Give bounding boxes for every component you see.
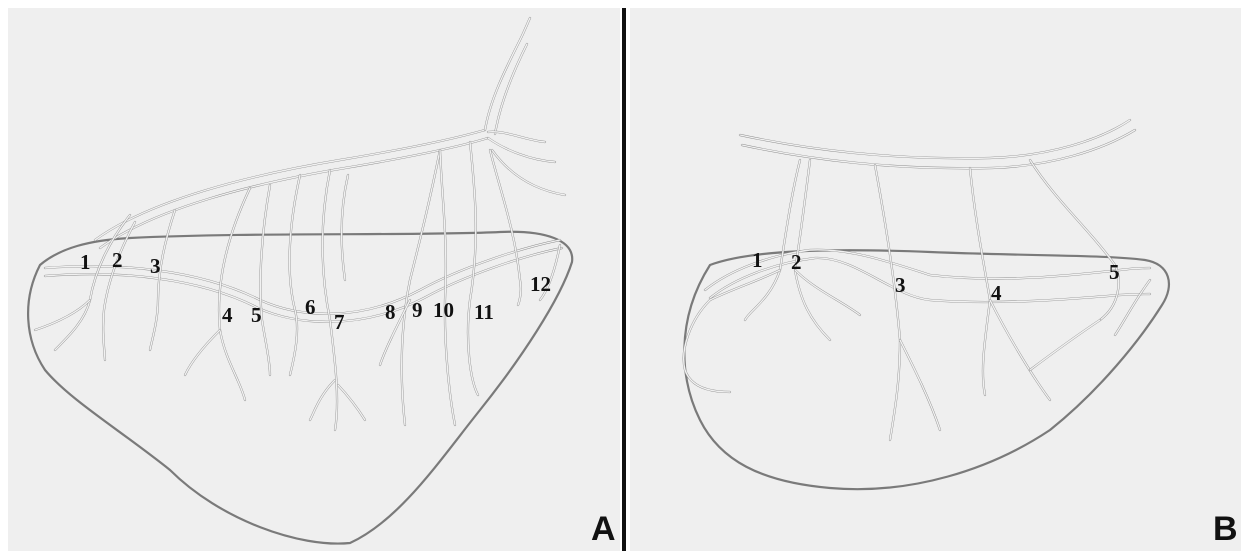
vessel-label-a-4: 4 xyxy=(222,305,233,326)
vessel-label-a-12: 12 xyxy=(530,274,551,295)
panel-a: 1 2 3 4 5 6 7 8 9 10 11 12 A xyxy=(0,0,622,551)
panel-letter-a: A xyxy=(591,512,616,546)
panel-b: 1 2 3 4 5 B xyxy=(630,0,1241,551)
upper-arch-vessel-a xyxy=(95,18,565,248)
vessel-label-b-2: 2 xyxy=(791,252,802,273)
vessel-label-a-2: 2 xyxy=(112,250,123,271)
panel-a-vessel-diagram xyxy=(0,0,622,551)
vessel-label-a-1: 1 xyxy=(80,252,91,273)
vessel-label-a-7: 7 xyxy=(334,312,345,333)
panel-divider xyxy=(622,8,626,551)
vessel-label-a-9: 9 xyxy=(412,300,423,321)
branch-vessels-a xyxy=(35,142,560,430)
vessel-label-a-10: 10 xyxy=(433,300,454,321)
vessel-label-b-1: 1 xyxy=(752,250,763,271)
vessel-label-a-6: 6 xyxy=(305,297,316,318)
organ-outline-b xyxy=(684,250,1169,489)
organ-outline-a xyxy=(28,232,572,544)
vessel-label-b-3: 3 xyxy=(895,275,906,296)
lower-arc-vessel-b xyxy=(705,250,1150,302)
vessel-label-b-5: 5 xyxy=(1109,262,1120,283)
panel-b-vessel-diagram xyxy=(630,0,1241,551)
vessel-label-a-3: 3 xyxy=(150,256,161,277)
panel-letter-b: B xyxy=(1213,512,1238,546)
branch-vessels-b xyxy=(684,160,1150,440)
vessel-label-a-5: 5 xyxy=(251,305,262,326)
vessel-label-b-4: 4 xyxy=(991,283,1002,304)
vessel-label-a-11: 11 xyxy=(474,302,494,323)
vessel-label-a-8: 8 xyxy=(385,302,396,323)
